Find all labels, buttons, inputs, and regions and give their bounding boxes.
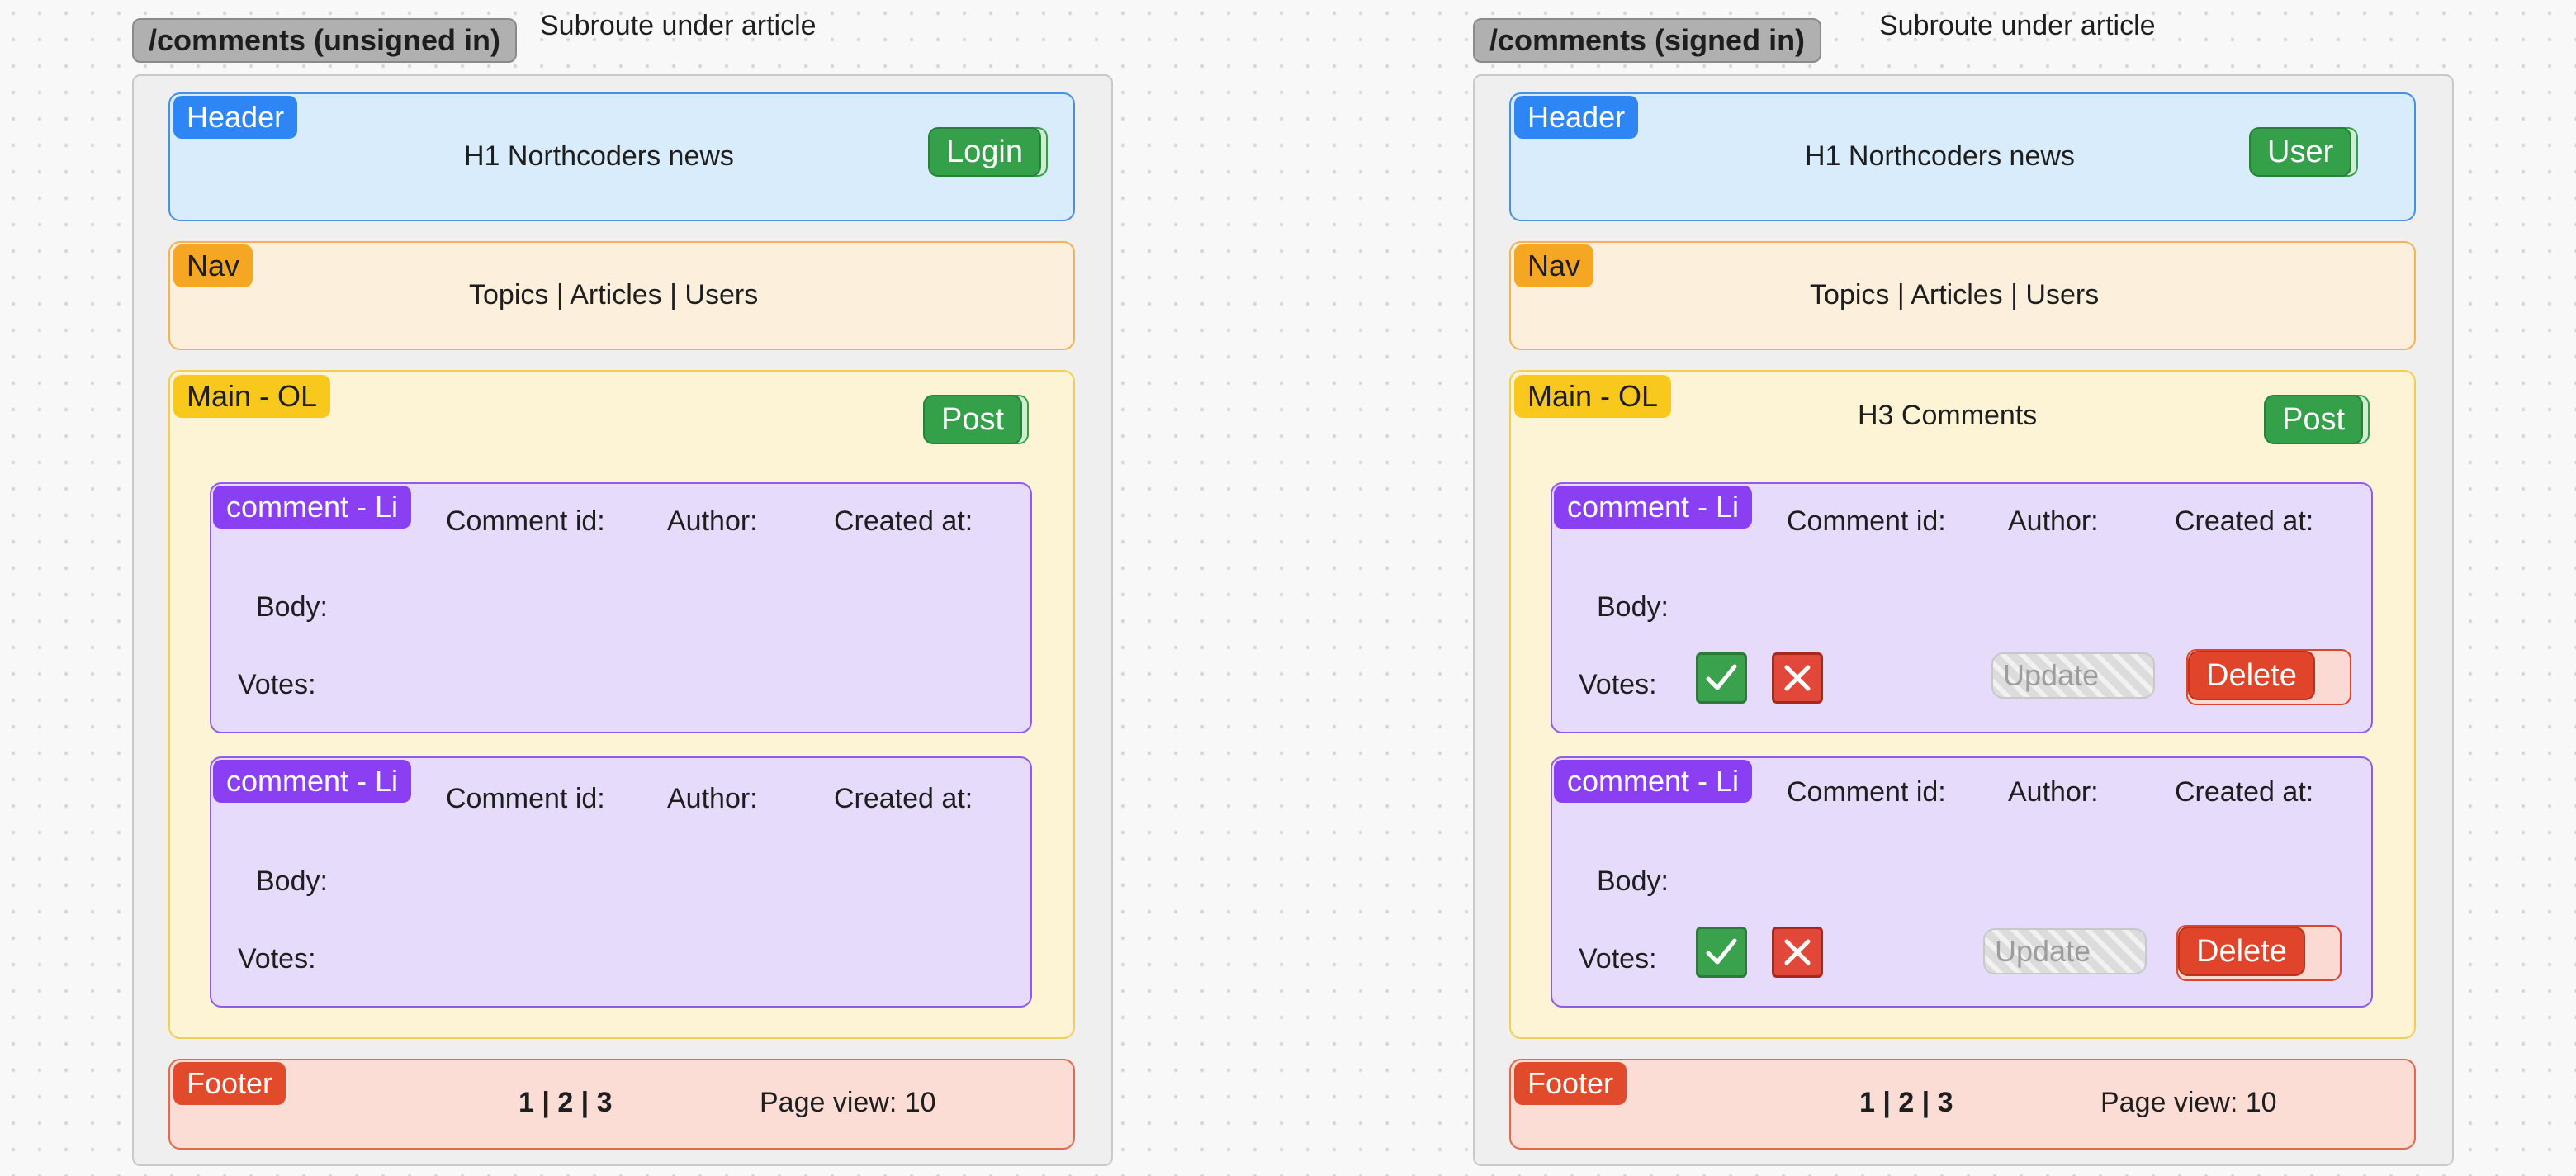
footer-region xyxy=(1509,1059,2416,1150)
comment-body-field: Body: xyxy=(256,591,328,623)
comment-label: comment - Li xyxy=(1554,486,1753,529)
downvote-x-icon[interactable] xyxy=(1772,927,1823,978)
comment-votes-field: Votes: xyxy=(1579,669,1657,700)
post-button[interactable]: Post xyxy=(2264,395,2364,444)
upvote-check-icon[interactable] xyxy=(1696,927,1747,978)
panel-subtitle-signed: Subroute under article xyxy=(1879,10,2156,41)
comment-votes-field: Votes: xyxy=(238,669,316,700)
comment-body-field: Body: xyxy=(256,865,328,897)
comment-label: comment - Li xyxy=(213,760,412,803)
site-heading: H1 Northcoders news xyxy=(464,140,734,172)
header-label: Header xyxy=(1514,96,1639,139)
comment-label: comment - Li xyxy=(213,486,412,529)
nav-label: Nav xyxy=(1514,244,1594,287)
comment-created-field: Created at: xyxy=(2175,776,2314,808)
page-view-count: Page view: 10 xyxy=(2100,1087,2277,1118)
header-region xyxy=(168,92,1075,221)
post-button[interactable]: Post xyxy=(923,395,1023,444)
comments-heading: H3 Comments xyxy=(1858,400,2038,431)
footer-region xyxy=(168,1059,1075,1150)
update-button[interactable]: Update xyxy=(1991,652,2155,699)
footer-label: Footer xyxy=(173,1062,286,1105)
update-button[interactable]: Update xyxy=(1983,928,2147,974)
nav-links[interactable]: Topics | Articles | Users xyxy=(469,279,759,311)
footer-label: Footer xyxy=(1514,1062,1627,1105)
page-view-count: Page view: 10 xyxy=(760,1087,936,1118)
comment-votes-field: Votes: xyxy=(238,943,316,974)
comment-label: comment - Li xyxy=(1554,760,1753,803)
comment-created-field: Created at: xyxy=(834,783,973,814)
comment-author-field: Author: xyxy=(667,505,758,537)
comment-body-field: Body: xyxy=(1597,865,1669,897)
nav-region xyxy=(168,241,1075,350)
comment-id-field: Comment id: xyxy=(1787,505,1946,537)
panel-subtitle-unsigned: Subroute under article xyxy=(540,10,817,41)
comment-votes-field: Votes: xyxy=(1579,943,1657,974)
main-label: Main - OL xyxy=(173,375,331,418)
delete-button[interactable]: Delete xyxy=(2178,927,2305,976)
comment-author-field: Author: xyxy=(2008,776,2099,808)
main-label: Main - OL xyxy=(1514,375,1672,418)
downvote-x-icon[interactable] xyxy=(1772,652,1823,704)
comment-created-field: Created at: xyxy=(834,505,973,537)
nav-links[interactable]: Topics | Articles | Users xyxy=(1810,279,2100,311)
nav-label: Nav xyxy=(173,244,253,287)
user-button[interactable]: User xyxy=(2249,127,2352,177)
panel-title-unsigned: /comments (unsigned in) xyxy=(132,18,518,63)
pagination[interactable]: 1 | 2 | 3 xyxy=(1859,1087,1953,1118)
delete-button[interactable]: Delete xyxy=(2188,651,2315,700)
comment-id-field: Comment id: xyxy=(1787,776,1946,808)
comment-id-field: Comment id: xyxy=(446,505,605,537)
comment-created-field: Created at: xyxy=(2175,505,2314,537)
site-heading: H1 Northcoders news xyxy=(1805,140,2075,172)
comment-body-field: Body: xyxy=(1597,591,1669,623)
panel-title-signed: /comments (signed in) xyxy=(1473,18,1822,63)
header-label: Header xyxy=(173,96,298,139)
nav-region xyxy=(1509,241,2416,350)
comment-author-field: Author: xyxy=(2008,505,2099,537)
comment-author-field: Author: xyxy=(667,783,758,814)
comment-id-field: Comment id: xyxy=(446,783,605,814)
pagination[interactable]: 1 | 2 | 3 xyxy=(519,1087,613,1118)
upvote-check-icon[interactable] xyxy=(1696,652,1747,704)
login-button[interactable]: Login xyxy=(928,127,1041,177)
